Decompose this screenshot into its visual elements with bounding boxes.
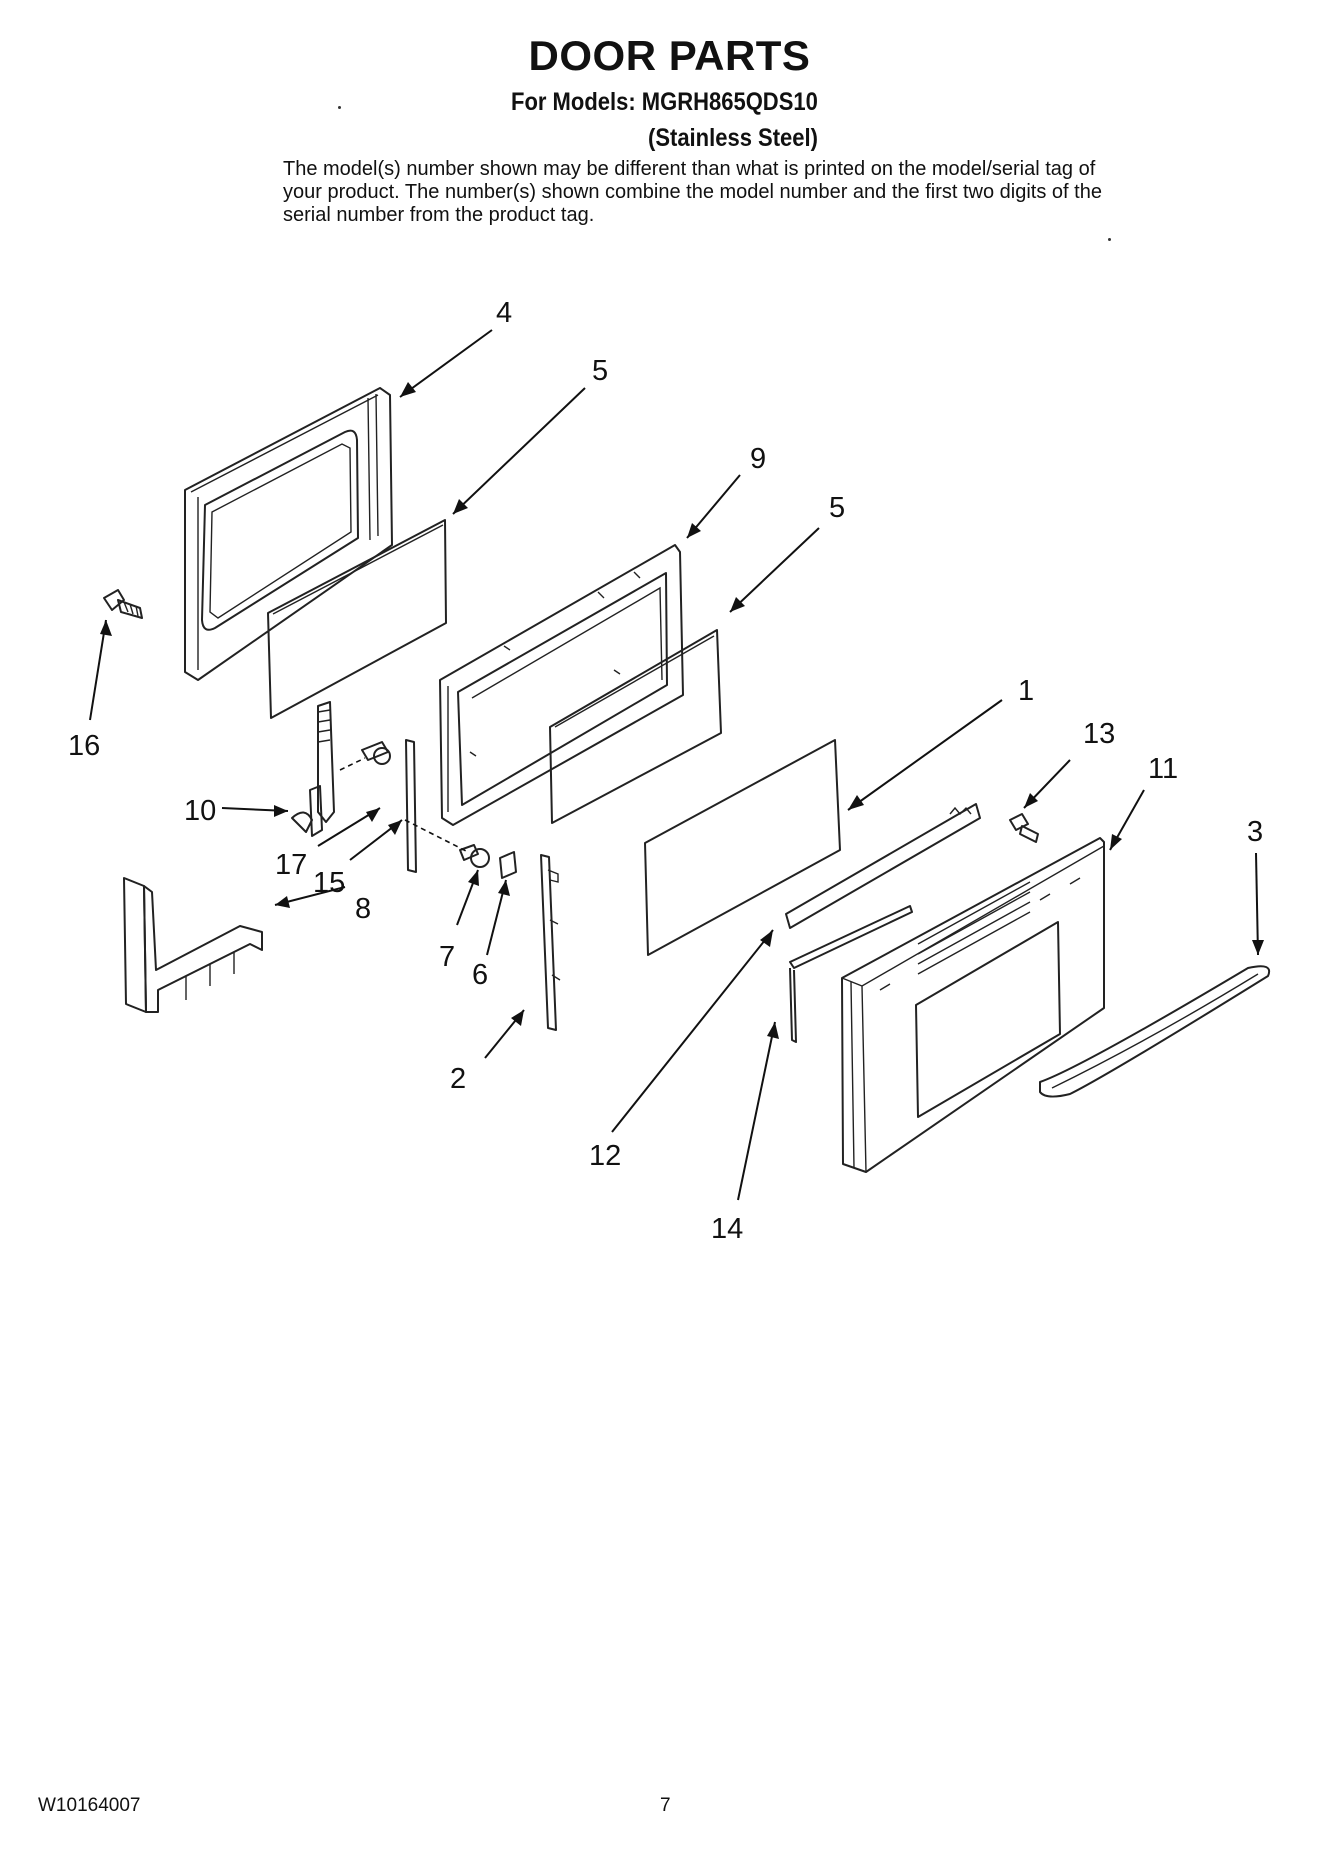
callout-6: 6 (472, 959, 488, 991)
part-7-screw (459, 844, 490, 868)
callout-16: 16 (68, 730, 100, 762)
callout-8: 8 (355, 893, 371, 925)
page-title: DOOR PARTS (528, 32, 811, 79)
leader-lines (89, 329, 1264, 1201)
disclaimer-text: The model(s) number shown may be differe… (283, 158, 1102, 226)
models-line: For Models: MGRH865QDS10 (511, 88, 818, 116)
part-13-screw (1009, 813, 1039, 843)
document-number: W10164007 (38, 1795, 141, 1816)
part-5-glass-panel-lower (549, 629, 722, 824)
part-6-clip (499, 851, 517, 879)
scan-speck (1108, 238, 1111, 241)
part-16-screw (103, 589, 143, 619)
part-17-screw (361, 741, 391, 765)
callout-labels: 4 5 9 5 1 13 11 3 16 10 17 15 8 7 6 2 12… (68, 297, 1263, 1245)
part-3-handle (1039, 965, 1270, 1098)
callout-9: 9 (750, 443, 766, 475)
callout-1: 1 (1018, 675, 1034, 707)
callout-14: 14 (711, 1213, 743, 1245)
callout-12: 12 (589, 1140, 621, 1172)
part-1-outer-glass (644, 739, 841, 956)
callout-10: 10 (184, 795, 216, 827)
scan-speck (338, 106, 341, 109)
part-10-hinge (291, 701, 335, 837)
part-5-glass-panel-upper (267, 519, 447, 719)
part-9-door-frame (439, 544, 684, 826)
part-14-trim-strip (789, 905, 913, 1043)
callout-2: 2 (450, 1063, 466, 1095)
callout-11: 11 (1148, 753, 1178, 785)
callout-5-upper: 5 (592, 355, 608, 387)
part-4-inner-door-frame (184, 387, 393, 681)
part-12-vent-strip (785, 803, 981, 929)
part-2-side-channel (540, 854, 561, 1031)
callout-17: 17 (275, 849, 307, 881)
callout-15: 15 (313, 867, 345, 899)
callout-4: 4 (496, 297, 512, 329)
callout-3: 3 (1247, 816, 1263, 848)
page-number: 7 (660, 1795, 671, 1816)
part-8-insulation (123, 877, 263, 1013)
callout-7: 7 (439, 941, 455, 973)
part-15-strip (405, 739, 417, 873)
finish-line: (Stainless Steel) (648, 124, 818, 152)
callout-5-lower: 5 (829, 492, 845, 524)
callout-13: 13 (1083, 718, 1115, 750)
part-11-outer-door-panel (841, 837, 1105, 1173)
